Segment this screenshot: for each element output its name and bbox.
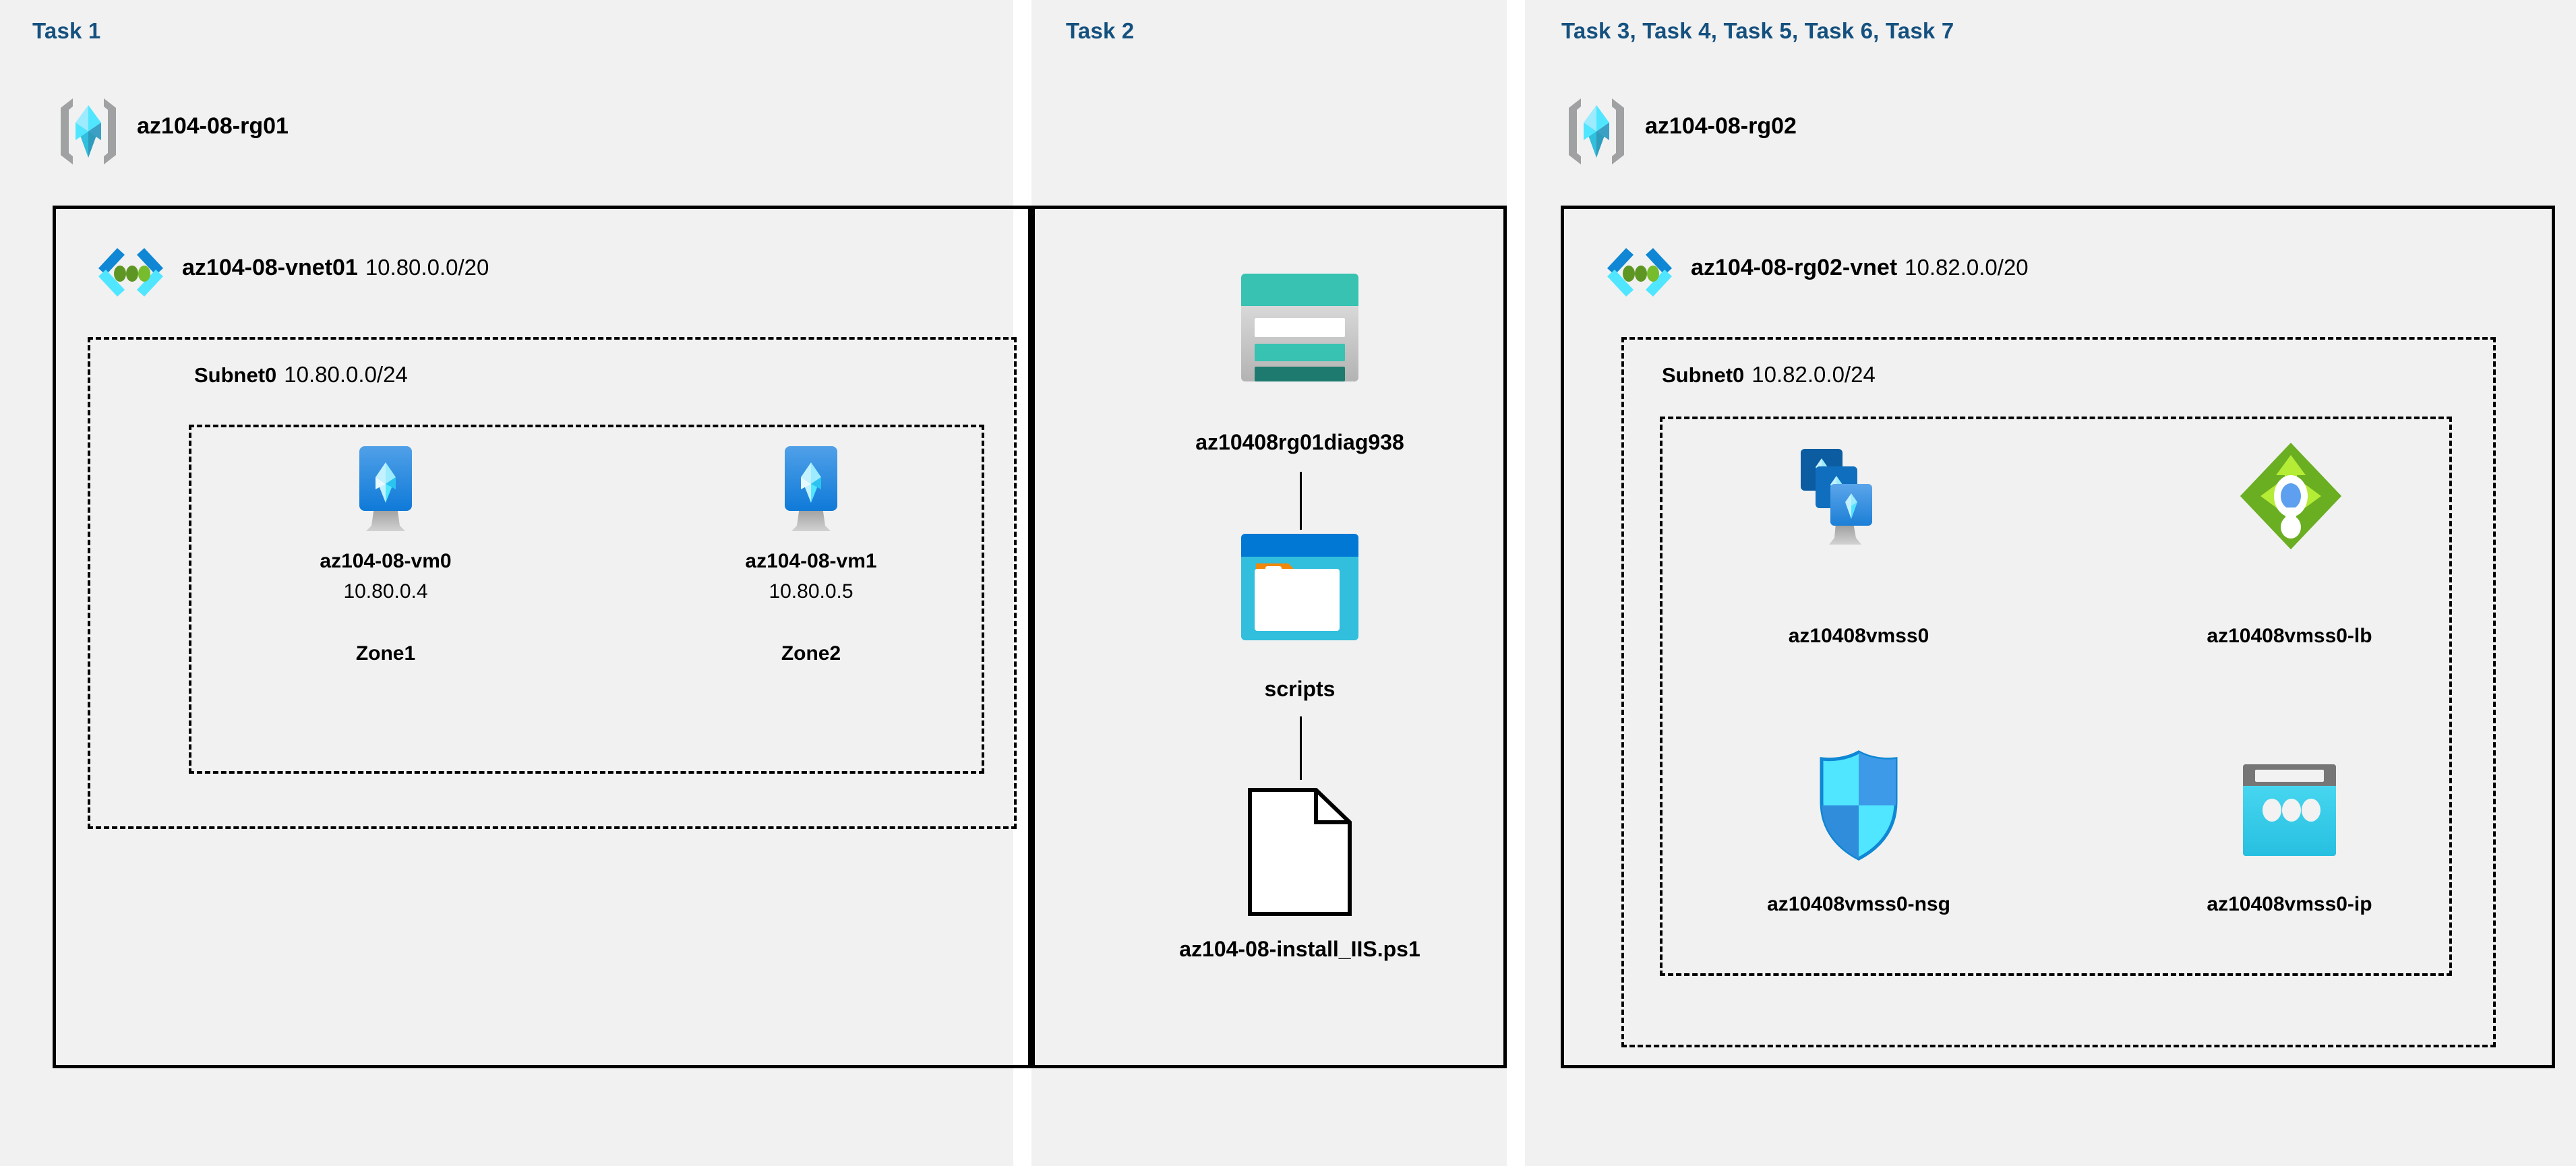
task1-vm0-name: az104-08-vm0 [320, 550, 452, 572]
task1-vm0-zone: Zone1 [355, 642, 416, 665]
task3-vmss-name: az10408vmss0 [1788, 625, 1929, 647]
task1-resource-group-name: az104-08-rg01 [137, 113, 289, 139]
task1-zones-box [189, 425, 984, 774]
task3-vnet-label: az104-08-rg02-vnet 10.82.0.0/20 [1691, 255, 2029, 281]
task1-vnet-box [53, 206, 1031, 1068]
task1-panel [0, 0, 1013, 1166]
task3-subnet-box [1621, 337, 2496, 1047]
connector-scripts-to-file [1300, 716, 1302, 780]
task3-panel [1525, 0, 2576, 1166]
task2-storage-account-name: az10408rg01diag938 [1195, 430, 1404, 454]
public-ip-address-icon [2240, 762, 2339, 859]
task3-resource-group-name: az104-08-rg02 [1645, 113, 1797, 139]
task1-heading: Task 1 [32, 18, 101, 43]
virtual-machine-icon [775, 445, 847, 535]
task1-subnet-name: Subnet0 [194, 363, 277, 387]
vm-scale-set-icon [1790, 445, 1891, 553]
task3-heading: Task 3, Task 4, Task 5, Task 6, Task 7 [1561, 18, 1954, 43]
task2-scripts-name: scripts [1264, 677, 1336, 701]
task3-vnet-name: az104-08-rg02-vnet [1691, 255, 1898, 280]
task3-lb-name: az10408vmss0-lb [2207, 625, 2372, 647]
task1-vnet-cidr: 10.80.0.0/20 [365, 255, 489, 280]
storage-account-icon [1238, 271, 1361, 384]
task2-band-box [1031, 206, 1507, 1068]
task3-subnet-cidr: 10.82.0.0/24 [1751, 362, 1876, 387]
task1-vm1-name: az104-08-vm1 [745, 550, 877, 572]
task1-vnet-name: az104-08-vnet01 [182, 255, 358, 280]
task3-nsg-name: az10408vmss0-nsg [1767, 893, 1950, 915]
task1-subnet-cidr: 10.80.0.0/24 [284, 362, 408, 387]
task3-subnet-name: Subnet0 [1662, 363, 1745, 387]
task2-file-name: az104-08-install_IIS.ps1 [1179, 937, 1420, 961]
file-icon [1246, 787, 1354, 917]
task1-vnet-label: az104-08-vnet01 10.80.0.0/20 [182, 255, 489, 281]
network-security-group-icon [1816, 749, 1901, 861]
virtual-network-icon [1603, 243, 1676, 307]
task1-vm0-ip: 10.80.0.4 [343, 580, 428, 603]
task3-vnet-cidr: 10.82.0.0/20 [1905, 255, 2029, 280]
resource-group-icon [53, 94, 124, 168]
load-balancer-icon [2238, 440, 2344, 552]
task1-vm1-ip: 10.80.0.5 [769, 580, 853, 603]
resource-group-icon [1561, 94, 1632, 168]
task1-vm1-zone: Zone2 [781, 642, 841, 665]
task3-resources-box [1660, 417, 2452, 976]
virtual-machine-icon [350, 445, 421, 535]
connector-storage-to-scripts [1300, 472, 1302, 530]
task3-vnet-box [1561, 206, 2555, 1068]
blob-container-icon [1238, 531, 1361, 643]
task1-subnet-label: Subnet0 10.80.0.0/24 [194, 362, 408, 388]
task2-heading: Task 2 [1066, 18, 1135, 43]
virtual-network-icon [94, 243, 167, 307]
task3-ip-name: az10408vmss0-ip [2207, 893, 2372, 915]
task1-subnet-box [88, 337, 1017, 829]
